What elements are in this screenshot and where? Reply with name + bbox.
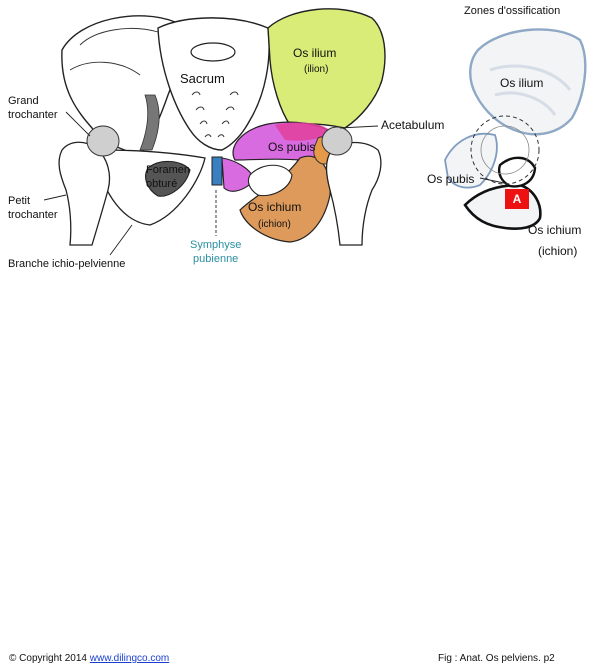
copyright-symbol: © (9, 653, 17, 664)
sacrum-shape (157, 17, 270, 151)
label-petit-trochanter-text: Petit trochanter (8, 195, 58, 221)
right-pubis-upper (275, 122, 332, 141)
left-wing-shadow (139, 94, 160, 151)
left-femoral-head (86, 125, 120, 157)
inset-hip-bone (444, 28, 587, 230)
left-wing-inner-line (69, 27, 159, 76)
label-ichion: (ichion) (258, 219, 291, 230)
inset-pointer-pubis (479, 177, 505, 184)
label-branche: Branche ichio-pelvienne (8, 258, 126, 270)
sacral-foramina (191, 91, 239, 138)
right-ilium (267, 8, 386, 129)
inset-obturator (497, 156, 537, 188)
label-grand-trochanter-text: Grand trochanter (8, 95, 58, 121)
right-obturator-foramen (247, 164, 293, 197)
footer-copyright: © Copyright 2014 www.dilingco.com (9, 653, 169, 665)
label-petit-trochanter: Petit trochanter (8, 194, 58, 222)
label-symphyse-text: Symphyse pubienne (190, 239, 242, 265)
sacral-promontory (190, 42, 236, 62)
inset-acetabulum-inner (480, 125, 530, 175)
inset-label-os-pubis: Os pubis (427, 172, 475, 186)
left-femur (58, 141, 111, 246)
inset-title: Zones d'ossification (464, 5, 561, 17)
label-foramen: Foramen obturé (146, 163, 190, 191)
inset-pubis (444, 132, 498, 189)
label-os-ilium: Os ilium (293, 46, 337, 60)
inset-ilium (469, 28, 587, 136)
label-ilion: (ilion) (304, 64, 329, 75)
left-obturator-foramen (145, 160, 191, 197)
pointer-lines (43, 111, 379, 256)
inset-badge-a: A (505, 189, 529, 209)
label-os-pubis: Os pubis (268, 140, 316, 154)
label-os-ischium: Os ichium (248, 200, 302, 214)
right-femoral-head (321, 126, 353, 156)
inset-ilium-texture (489, 64, 572, 116)
copyright-text: Copyright 2014 (19, 653, 87, 664)
label-grand-trochanter: Grand trochanter (8, 94, 58, 122)
inset-label-ichion: (ichion) (538, 244, 578, 258)
footer-fig: Fig : Anat. Os pelviens. p2 (438, 653, 555, 664)
label-symphyse: Symphyse pubienne (190, 238, 241, 266)
label-sacrum: Sacrum (180, 71, 225, 86)
pubic-symphysis (211, 156, 223, 186)
inset-label-os-ilium: Os ilium (500, 76, 544, 90)
right-femur (325, 141, 382, 246)
label-acetabulum: Acetabulum (381, 118, 445, 132)
label-foramen-text: Foramen obturé (146, 164, 191, 190)
inset-label-os-ichium: Os ichium (528, 223, 582, 237)
footer-link[interactable]: www.dilingco.com (89, 653, 170, 664)
inset-acetabulum-circle (470, 115, 540, 185)
